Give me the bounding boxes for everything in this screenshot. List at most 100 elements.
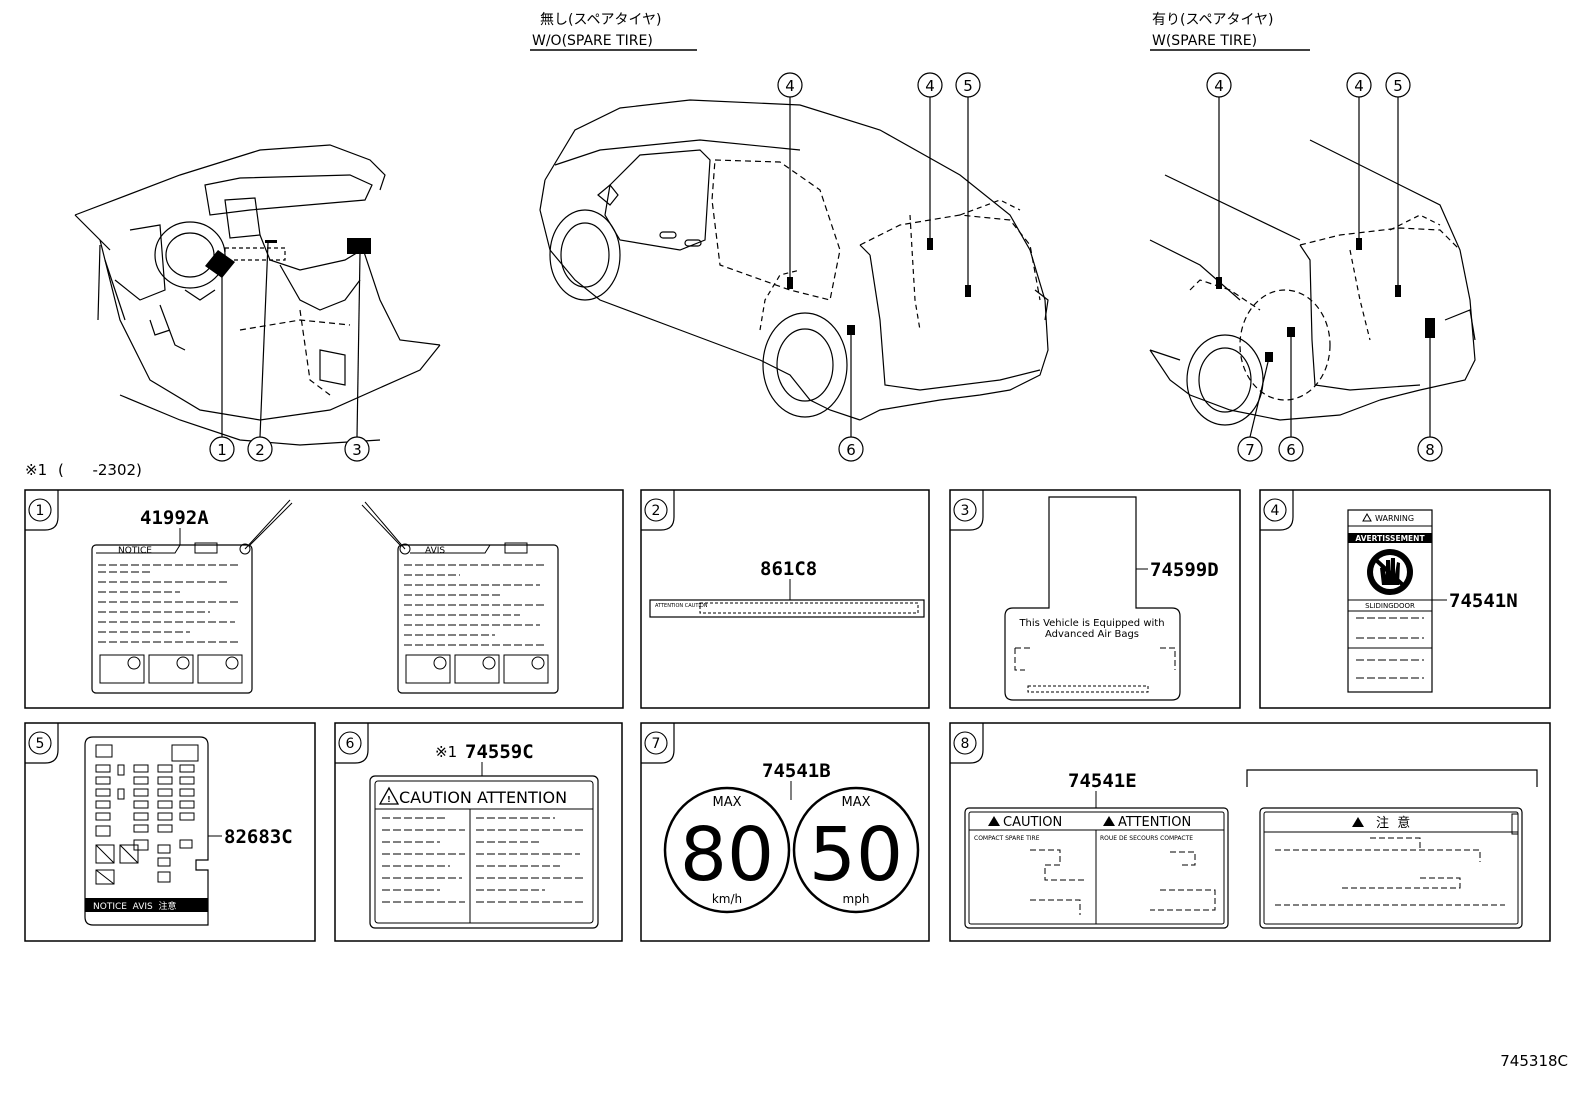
attention-strip [649,599,925,618]
svg-text:6: 6 [846,441,856,459]
speed-limit-mph-disc [792,786,920,914]
dashboard-label-marks [205,238,371,438]
max-left: MAX [712,795,741,810]
callout-wo-6: 6 [838,436,864,462]
svg-text:7: 7 [1245,441,1255,459]
car-with-spare-illustration [1149,139,1476,426]
panel-5: 5 NOTICE AVIS 注意 82683C [24,722,316,942]
caution-triangle-icon [378,786,400,805]
svg-text:5: 5 [1393,77,1403,95]
footnote-mark: ※1 [25,461,47,479]
speed-value-left: 80 [680,812,774,898]
panel-2: 2 861C8 ATTENTION CAUTION [640,489,930,709]
callout-wo-4a: 4 [777,72,803,98]
car-without-spare-illustration [539,99,1049,421]
caution-attention-title: CAUTION ATTENTION [399,788,567,807]
header-wo-jp: 無し(スペアタイヤ) [540,12,662,28]
unit-left: km/h [712,892,742,906]
jp-caution-icon [1352,817,1364,827]
spare-tire-jp-label [1259,807,1523,929]
header-w-jp: 有り(スペアタイヤ) [1152,12,1274,28]
panel-6: 6 ※1 74559C ! CAUTION ATTENTION [334,722,623,942]
panel-7: 7 74541B MAX 80 km/h MAX 50 mph [640,722,930,942]
panel-1-part-number: 41992A [140,507,209,529]
panel-3-number: 3 [961,503,970,519]
callout-wo-5: 5 [955,72,981,98]
panel-6-part-number: 74559C [465,741,534,763]
car-wo-label-marks [787,97,971,437]
panel-5-number: 5 [36,736,45,752]
header-with-spare: 有り(スペアタイヤ) W(SPARE TIRE) [1150,12,1310,51]
spare-caution-text: CAUTION [1003,815,1062,830]
sliding-door-text: SLIDINGDOOR [1365,602,1415,610]
jp-caution-title: 注 意 [1376,815,1410,831]
svg-text:1: 1 [217,441,227,459]
svg-text:4: 4 [1354,77,1364,95]
fuse-block-label [84,736,209,926]
svg-text:!: ! [387,795,391,804]
notice-card-left [91,544,253,694]
callout-3: 3 [344,436,370,462]
caution-attention-label [369,775,599,929]
footnote: ※1 ( -2302) [25,461,142,479]
notice-tab-label: NOTICE [118,546,152,556]
panel-3-part-number: 74599D [1150,559,1219,581]
caution-icon [988,816,1000,826]
panel-7-number: 7 [652,736,661,752]
panel-4-number: 4 [1271,503,1280,519]
panel-1-number: 1 [36,503,45,519]
panel-8-part-number: 74541E [1068,770,1137,792]
header-without-spare: 無し(スペアタイヤ) W/O(SPARE TIRE) [530,12,697,51]
avertissement-text: AVERTISSEMENT [1355,534,1425,543]
svg-text:8: 8 [1425,441,1435,459]
panel-2-part-number: 861C8 [760,558,817,580]
panel-5-part-number: 82683C [224,826,293,848]
svg-text:4: 4 [925,77,935,95]
panel-6-number: 6 [346,736,355,752]
max-right: MAX [841,795,870,810]
panel-4: 4 WARNING AVERTISSEMENT SLIDINGDOOR 7454… [1259,489,1551,709]
callout-2: 2 [247,436,273,462]
callout-w-4a: 4 [1206,72,1232,98]
attention-icon [1103,816,1115,826]
attention-strip-text: ATTENTION CAUTION [655,603,708,609]
unit-right: mph [843,892,870,906]
header-wo-en: W/O(SPARE TIRE) [532,33,653,49]
speed-limit-kmh-disc [663,786,791,914]
dashboard-illustration [74,144,441,446]
callout-w-8: 8 [1417,436,1443,462]
header-w-en: W(SPARE TIRE) [1152,33,1257,49]
callout-w-7: 7 [1237,436,1263,462]
speed-value-right: 50 [809,812,903,898]
airbag-label [1004,496,1181,701]
panel-8: 8 74541E CAUTION ATTENTION COMPACT SPARE… [949,722,1551,942]
panel-4-part-number: 74541N [1449,590,1518,612]
panel-3: 3 This Vehicle is Equipped with Advanced… [949,489,1241,709]
panel-8-number: 8 [961,736,970,752]
callout-w-6: 6 [1278,436,1304,462]
car-w-label-marks [1216,97,1435,438]
panel-2-number: 2 [652,503,661,519]
drawing-id: 745318C [1500,1052,1568,1070]
panel-1: 1 41992A NOTICE AVIS [24,489,624,709]
spare-sub-right: ROUE DE SECOURS COMPACTE [1100,835,1193,842]
callout-wo-4b: 4 [917,72,943,98]
airbag-line-2: Advanced Air Bags [1045,629,1139,640]
svg-text:5: 5 [963,77,973,95]
callout-circles: 1 2 3 4 4 5 6 4 4 5 7 6 8 [209,72,1443,462]
sliding-door-warning-label [1347,509,1433,693]
callout-1: 1 [209,436,235,462]
panel-7-part-number: 74541B [762,760,831,782]
svg-text:2: 2 [255,441,265,459]
spare-attention-text: ATTENTION [1118,815,1191,830]
airbag-line-1: This Vehicle is Equipped with [1018,618,1164,629]
panel-6-note-mark: ※1 [435,743,457,761]
svg-text:6: 6 [1286,441,1296,459]
callout-w-5: 5 [1385,72,1411,98]
footnote-text: ( -2302) [58,461,142,479]
spare-sub-left: COMPACT SPARE TIRE [974,835,1040,842]
avis-card-right [397,544,559,694]
svg-text:3: 3 [352,441,362,459]
spare-tire-caution-label [964,807,1229,929]
